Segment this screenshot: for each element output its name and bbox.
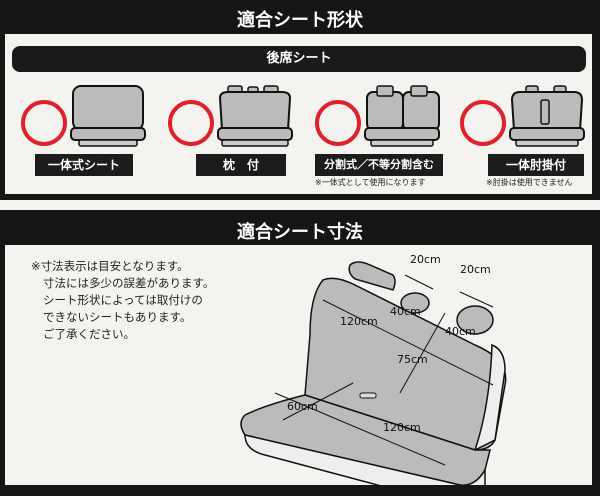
seat-type-headrest: 枕 付 [158,84,298,194]
size-note-line: できないシートもあります。 [43,310,192,324]
back-width-label: 120cm [340,315,378,328]
headrest-mid-shape [400,292,430,314]
section-divider [0,200,600,210]
seat-width-label: 120cm [383,421,421,434]
compatible-circle-icon [460,100,506,146]
seat-size-panel: 適合シート寸法 ※寸法表示は目安となります。 寸法には多少の誤差があります。 シ… [0,210,600,496]
headrest-right-shape [456,305,494,335]
seat-type-split: 分割式／不等分割含む ※一体式として使用になります [305,84,445,194]
seat-shape-box: 後席シート 一体式シート 枕 付 [5,34,592,194]
seat-type-label: 分割式／不等分割含む [315,154,443,176]
rear-seat-header: 後席シート [12,46,586,72]
seat-type-bench: 一体式シート [11,84,151,194]
seat-shape-panel: 適合シート形状 後席シート 一体式シート 枕 付 [0,0,600,200]
seat-type-note: ※肘掛は使用できません [486,178,573,187]
seat-front-shape [244,434,486,485]
seat-depth-label: 60cm [287,400,318,413]
seat-type-label: 一体肘掛付 [488,154,584,176]
seat-shape-title: 適合シート形状 [237,10,363,31]
split-seat-icon [364,85,440,147]
headrest1-width-label: 20cm [410,253,441,266]
headrest-left-shape [348,261,396,291]
armrest-seat-icon [509,85,585,147]
headrest1-circumference-label: 40cm [390,305,421,318]
compatible-circle-icon [315,100,361,146]
size-note-line: シート形状によっては取付けの [43,293,203,307]
compatible-circle-icon [21,100,67,146]
compatible-circle-icon [168,100,214,146]
seat-size-title: 適合シート寸法 [237,222,363,243]
seat-type-note: ※一体式として使用になります [315,178,426,187]
seat-type-armrest: 一体肘掛付 ※肘掛は使用できません [450,84,590,194]
seat-type-label: 一体式シート [35,154,133,176]
size-note-line: 寸法には多少の誤差があります。 [43,276,215,290]
bench-seat-icon [70,85,146,147]
headrest2-circumference-label: 40cm [445,325,476,338]
back-height-label: 75cm [397,353,428,366]
headrest-seat-icon [217,85,293,147]
size-note-line: ※寸法表示は目安となります。 [31,259,189,273]
headrest2-width-label: 20cm [460,263,491,276]
seat-size-box: ※寸法表示は目安となります。 寸法には多少の誤差があります。 シート形状によって… [5,245,592,485]
size-note-line: ご了承ください。 [43,327,135,341]
seat-type-label: 枕 付 [196,154,286,176]
seat-dimension-diagram [240,261,507,485]
size-notes: ※寸法表示は目安となります。 寸法には多少の誤差があります。 シート形状によって… [31,258,214,343]
